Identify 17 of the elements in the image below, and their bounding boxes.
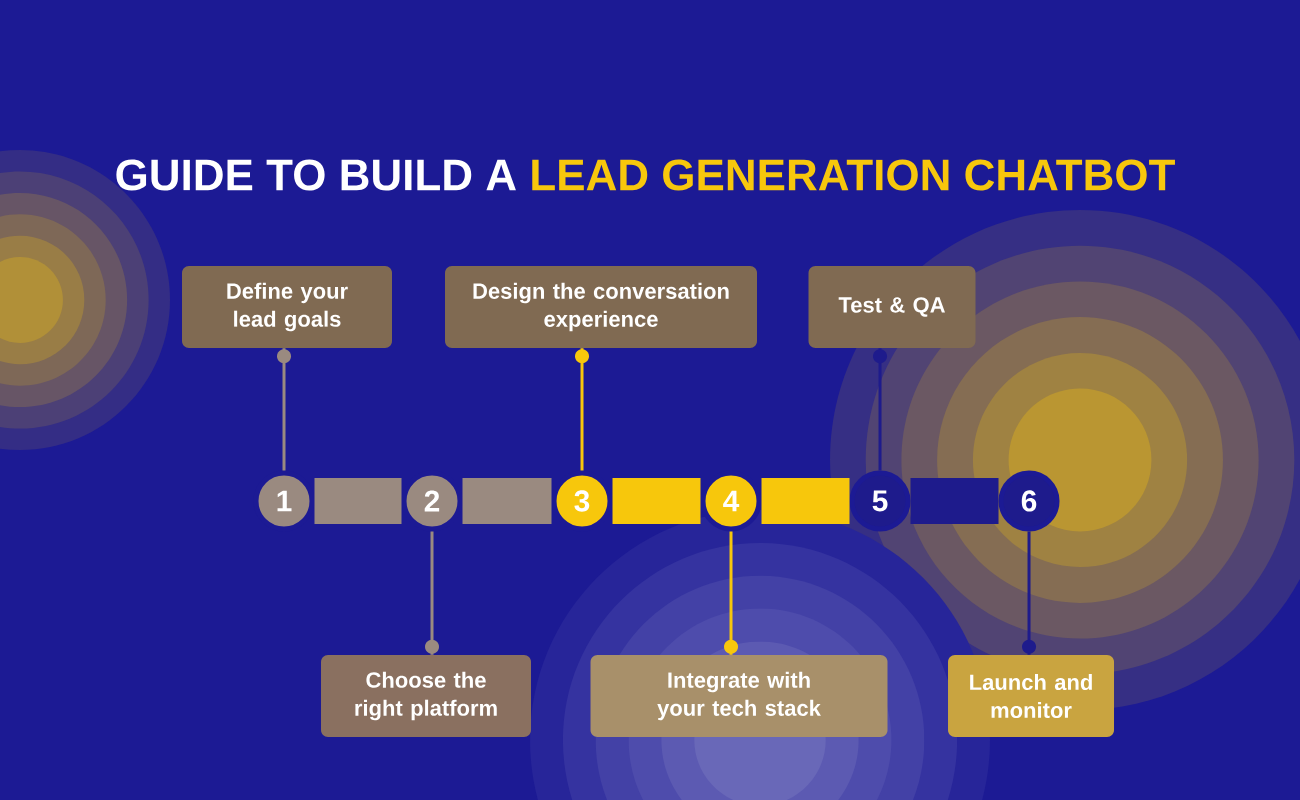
leader-line (277, 348, 291, 471)
timeline-band (314, 478, 402, 524)
timeline-band (612, 478, 701, 524)
leader-line (575, 348, 589, 471)
step-box: Define your lead goals (182, 266, 392, 348)
leader-line (425, 531, 439, 655)
step-box: Integrate with your tech stack (590, 655, 888, 737)
timeline-band (462, 478, 552, 524)
leader-line (724, 531, 738, 655)
step-box: Test & QA (808, 266, 976, 348)
title: GUIDE TO BUILD A LEAD GENERATION CHATBOT (116, 159, 1175, 191)
step-box: Launch and monitor (948, 655, 1114, 737)
timeline-band (761, 478, 850, 524)
step-box: Choose the right platform (321, 655, 531, 737)
leader-line (1022, 531, 1036, 655)
leader-line (873, 348, 887, 471)
step-box: Design the conversation experience (445, 266, 757, 348)
